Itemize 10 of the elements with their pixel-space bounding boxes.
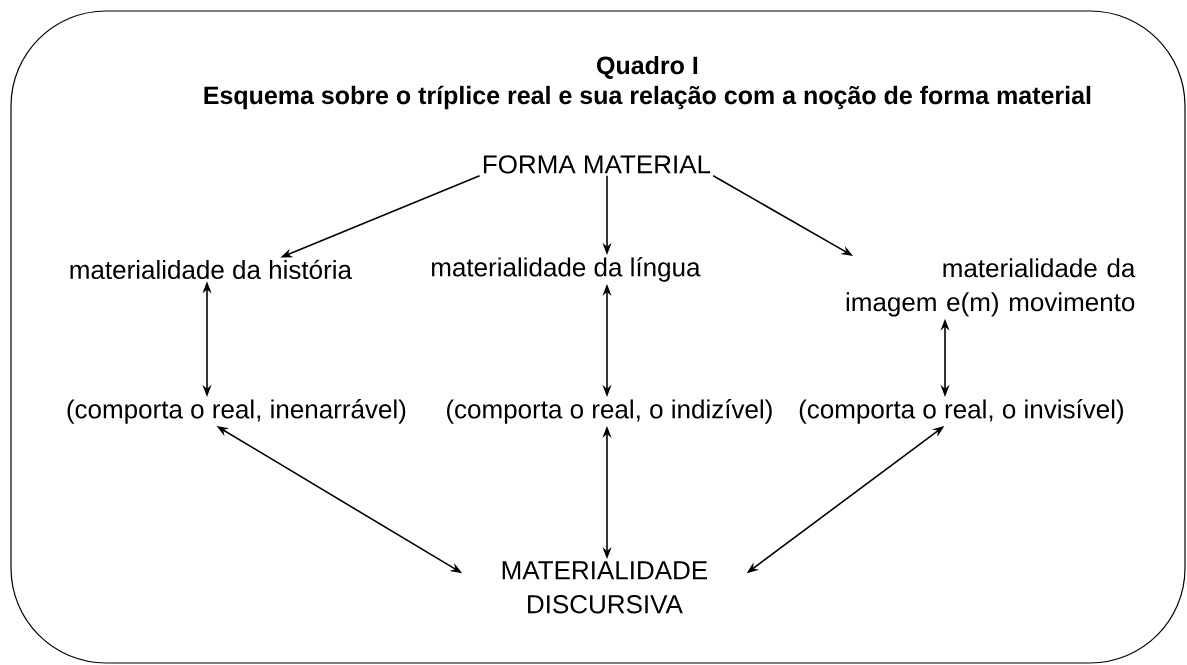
heading-text: FORMA MATERIAL — [483, 155, 711, 174]
heading: Esquema sobre o tríplice real e sua relação com a noção de forma material — [204, 85, 1091, 110]
text-label: (comporta o real, o indizível) — [447, 399, 772, 424]
text-label: materialidade da história — [70, 259, 352, 280]
text-label: materialidade da imagem e(m) movimento — [846, 258, 1136, 317]
heading-text: MATERIALIDADE DISCURSIVA — [502, 561, 708, 614]
text-label: (comporta o real, o invisível) — [799, 399, 1123, 424]
text-label: (comporta o real, inenarrável) — [67, 399, 406, 424]
text-label: materialidade da língua — [432, 257, 701, 282]
heading: Quadro I — [597, 55, 698, 79]
